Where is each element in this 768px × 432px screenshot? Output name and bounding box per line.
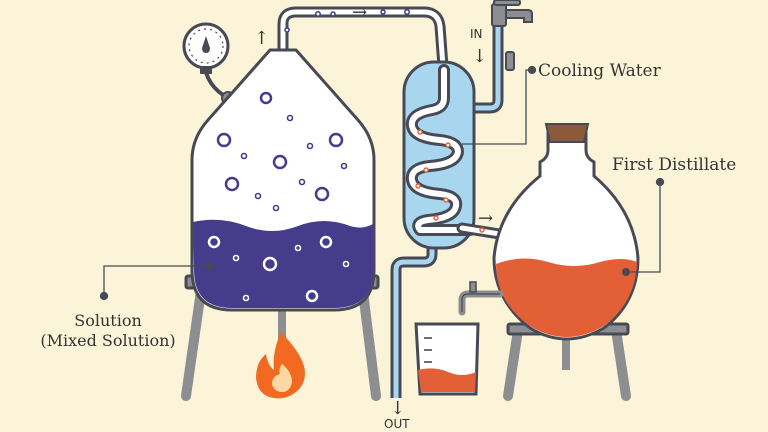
water-out-label: OUT [384, 417, 410, 431]
water-tap-icon [491, 0, 533, 27]
water-out-arrow: ↓ [390, 398, 405, 419]
water-in-arrow: ↓ [472, 46, 487, 67]
mixed-solution-label: (Mixed Solution) [40, 331, 175, 350]
beaker [414, 322, 480, 396]
boiler [190, 48, 376, 312]
receiving-flask [492, 123, 640, 341]
vapor-up-arrow: ↑ [254, 28, 269, 49]
water-in-label: IN [470, 27, 483, 41]
vapor-tube [277, 6, 450, 81]
distillate-right-arrow: → [478, 208, 493, 229]
pressure-gauge-icon [182, 22, 230, 74]
cooling-water-label: Cooling Water [538, 61, 662, 81]
vapor-right-arrow: → [352, 2, 367, 23]
flame-icon [256, 332, 305, 399]
water-valve [505, 51, 515, 71]
leader-lines [99, 65, 665, 301]
condenser [390, 22, 504, 398]
first-distillate-label: First Distillate [612, 155, 736, 175]
solution-label: Solution [74, 311, 142, 330]
